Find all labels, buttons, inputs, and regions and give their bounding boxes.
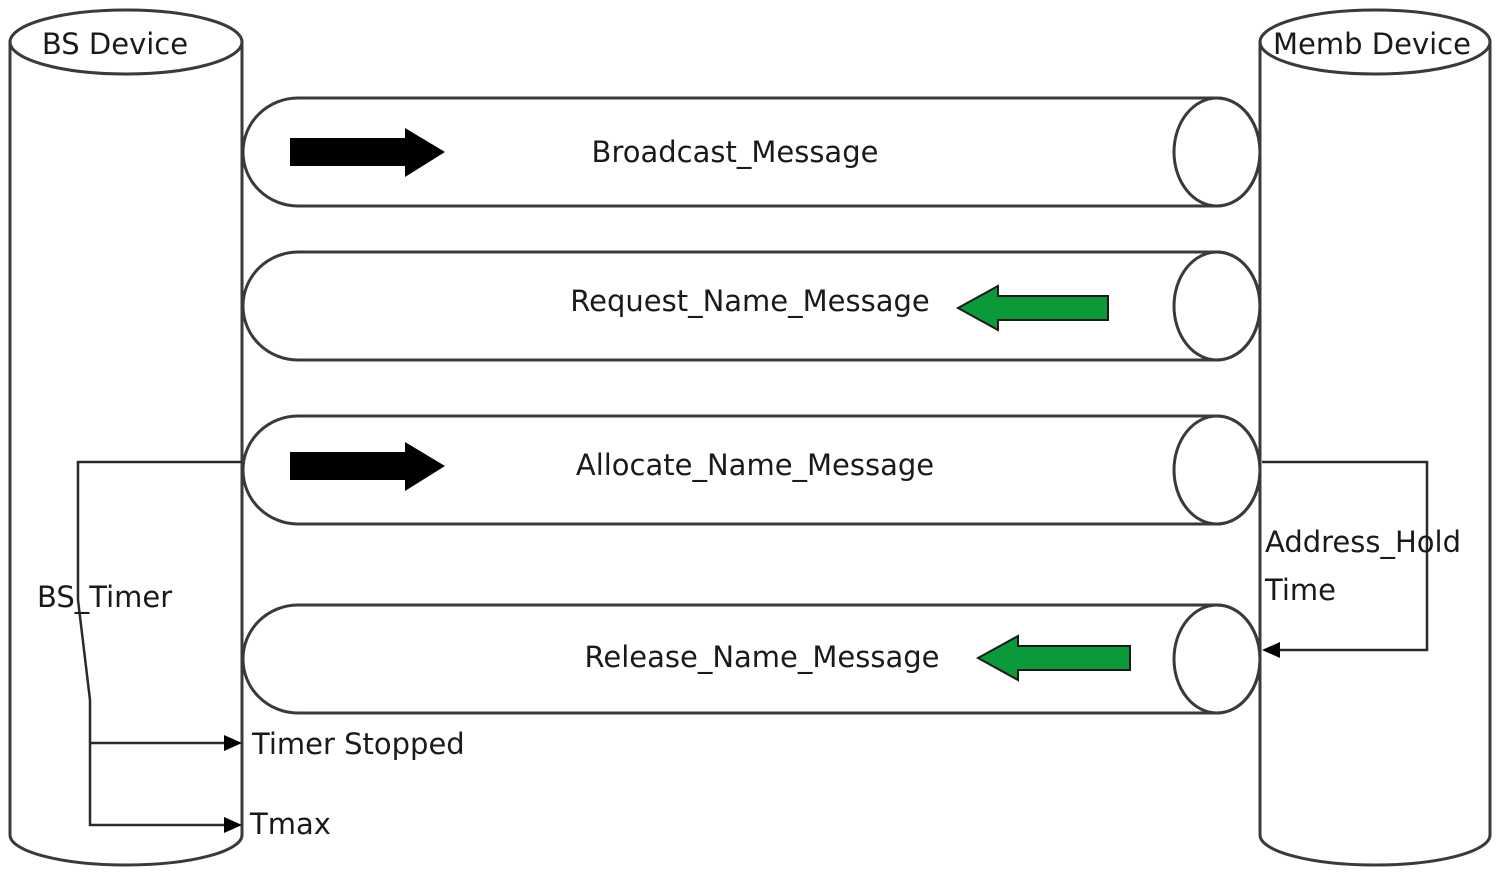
bs-device-cylinder: BS Device bbox=[8, 8, 244, 867]
arrow-head-icon bbox=[224, 817, 242, 833]
memb-device-label: Memb Device bbox=[1273, 27, 1471, 61]
message-label-release-name: Release_Name_Message bbox=[585, 640, 940, 674]
message-label-allocate-name: Allocate_Name_Message bbox=[576, 448, 934, 482]
memb-device-cylinder: Memb Device bbox=[1258, 8, 1492, 867]
arrow-head-icon bbox=[1262, 642, 1280, 658]
message-pipe-allocate-name: Allocate_Name_Message bbox=[241, 414, 1262, 526]
arrow-head-icon bbox=[224, 735, 242, 751]
timer-stopped-label: Timer Stopped bbox=[251, 727, 465, 761]
message-pipe-request-name: Request_Name_Message bbox=[241, 250, 1262, 362]
tmax-label: Tmax bbox=[249, 807, 331, 841]
address-hold-label-line1: Address_Hold bbox=[1265, 525, 1461, 559]
address-hold-bracket: Address_Hold Time bbox=[1262, 460, 1461, 658]
message-pipe-release-name: Release_Name_Message bbox=[241, 603, 1262, 715]
bs-device-label: BS Device bbox=[42, 27, 188, 61]
message-label-request-name: Request_Name_Message bbox=[570, 284, 929, 318]
arrow-left-icon bbox=[975, 634, 1131, 682]
address-hold-label-line2: Time bbox=[1264, 573, 1336, 607]
arrow-right-icon bbox=[290, 128, 445, 177]
bs-timer-label: BS_Timer bbox=[37, 580, 172, 614]
message-pipe-broadcast: Broadcast_Message bbox=[241, 96, 1262, 208]
arrow-left-icon bbox=[955, 284, 1109, 332]
message-label-broadcast: Broadcast_Message bbox=[592, 135, 879, 169]
arrow-right-icon bbox=[290, 442, 445, 491]
bs-timer-bracket: BS_Timer Timer Stopped Tmax bbox=[37, 460, 465, 841]
